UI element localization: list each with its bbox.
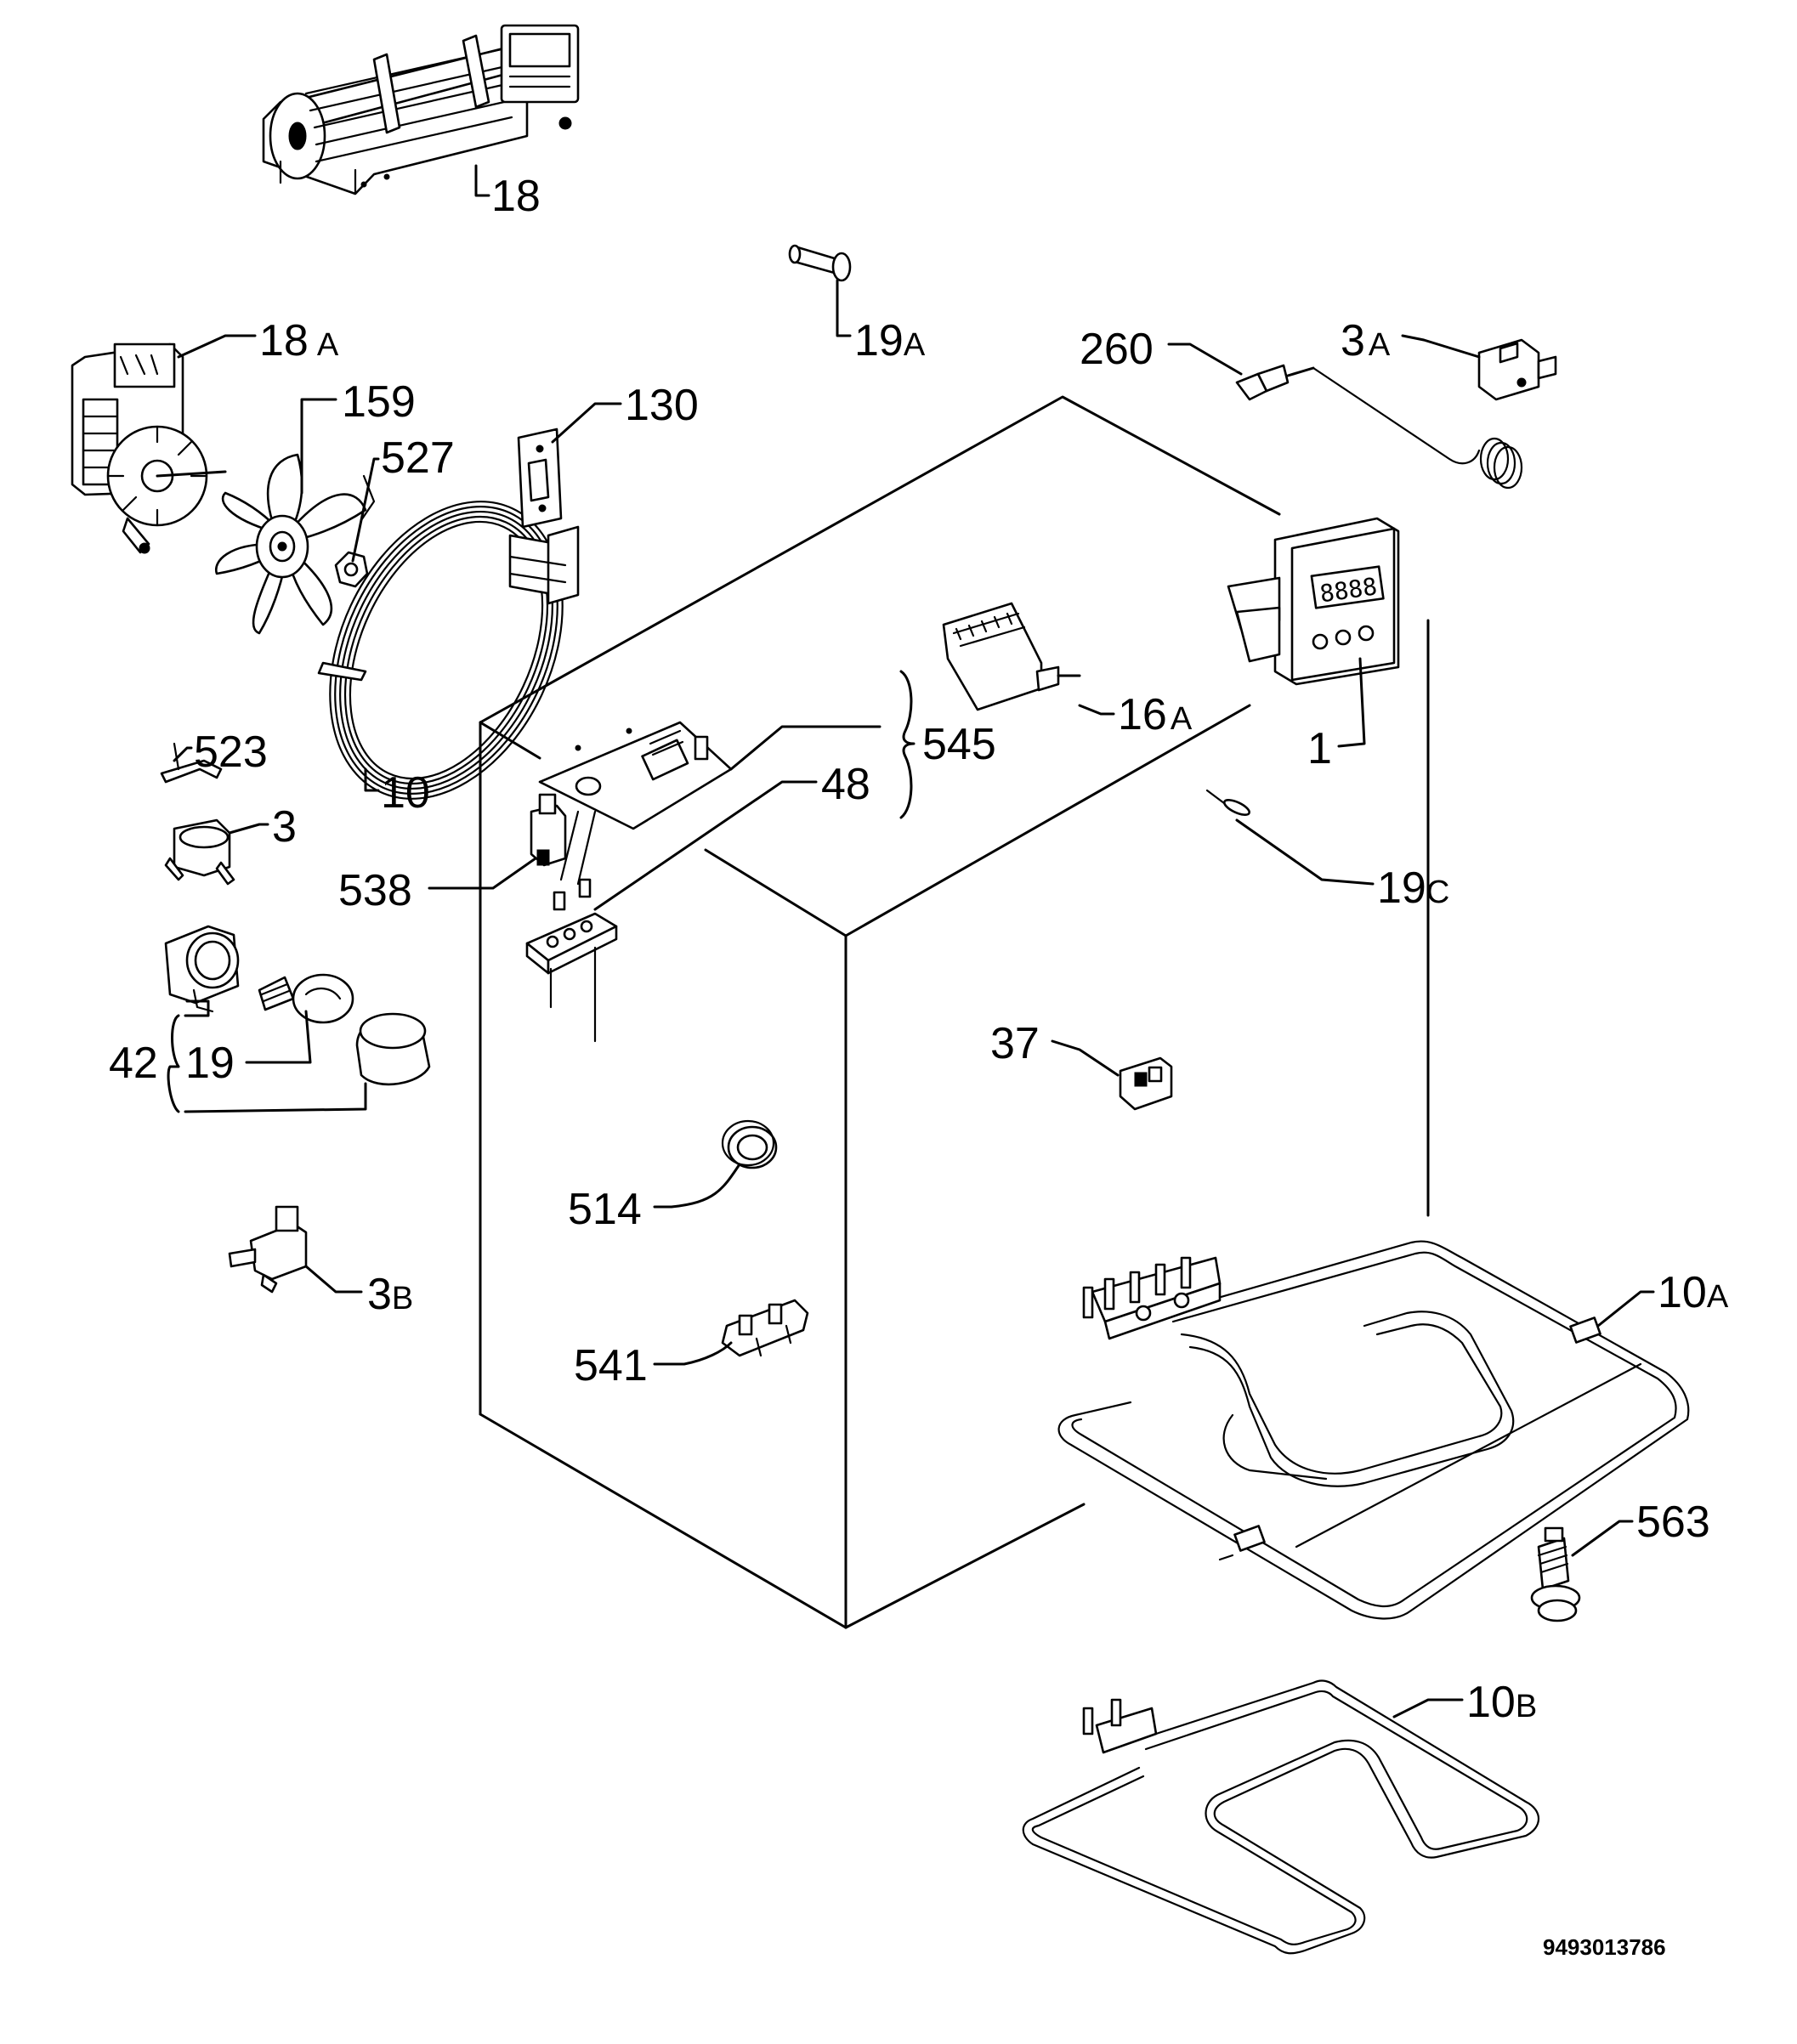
control-board-part: [538, 721, 733, 886]
clip-part: [160, 742, 223, 784]
safety-thermostat-part: [228, 1205, 308, 1294]
callout-541: 541: [574, 1341, 648, 1390]
lamp-holder-part: [164, 925, 240, 1013]
callout-523: 523: [194, 728, 268, 777]
adjustable-foot-part: [1530, 1526, 1581, 1622]
electronic-programmer-part: 8888: [1227, 517, 1400, 686]
thermostat-part: [164, 818, 235, 886]
grommet-part: [721, 1119, 778, 1169]
capillary-thermostat-part: [1235, 338, 1557, 490]
fan-blade-part: [214, 453, 376, 635]
callout-19: 19: [185, 1039, 235, 1088]
callout-10a: 10A: [1658, 1268, 1729, 1317]
fan-motor-part: [71, 343, 227, 554]
lamp-cover-part: [355, 1012, 431, 1086]
gasket-part: [517, 427, 563, 529]
oven-sensor-part: [788, 244, 852, 282]
callout-48: 48: [821, 760, 870, 809]
document-number: 9493013786: [1543, 1934, 1666, 1960]
terminal-block-part: [525, 878, 618, 1043]
callout-538: 538: [338, 866, 412, 915]
circular-heating-element-part: [317, 501, 580, 800]
callout-18: 18: [491, 172, 541, 221]
callout-10: 10: [381, 768, 430, 818]
callout-10b: 10B: [1466, 1678, 1537, 1727]
callout-563: 563: [1636, 1498, 1710, 1547]
oven-cavity-box: [479, 395, 1281, 1629]
callout-545: 545: [922, 720, 996, 769]
lamp-bulb-part: [258, 973, 354, 1024]
tangential-fan-part: [262, 24, 580, 195]
indicator-switch-part: [1119, 1056, 1173, 1111]
callout-19c: 19C: [1377, 863, 1449, 913]
callout-527: 527: [381, 433, 455, 483]
leader-lines: [167, 164, 1655, 1718]
callout-37: 37: [990, 1019, 1040, 1068]
callout-1: 1: [1307, 724, 1332, 773]
grill-heating-element-part: [1057, 1240, 1690, 1620]
callout-514: 514: [568, 1185, 642, 1234]
callout-19a: 19A: [854, 316, 926, 365]
callout-130: 130: [625, 381, 699, 430]
bottom-heating-element-part: [1022, 1679, 1539, 1955]
callout-3: 3: [272, 802, 297, 852]
callout-159: 159: [342, 377, 416, 427]
callout-42: 42: [109, 1039, 158, 1088]
door-switch-part: [530, 793, 567, 867]
function-selector-switch-part: [942, 602, 1081, 711]
callout-3b: 3B: [367, 1270, 413, 1319]
callout-260: 260: [1080, 325, 1154, 374]
temperature-probe-part: [1205, 789, 1251, 816]
connector-part: [721, 1299, 809, 1357]
